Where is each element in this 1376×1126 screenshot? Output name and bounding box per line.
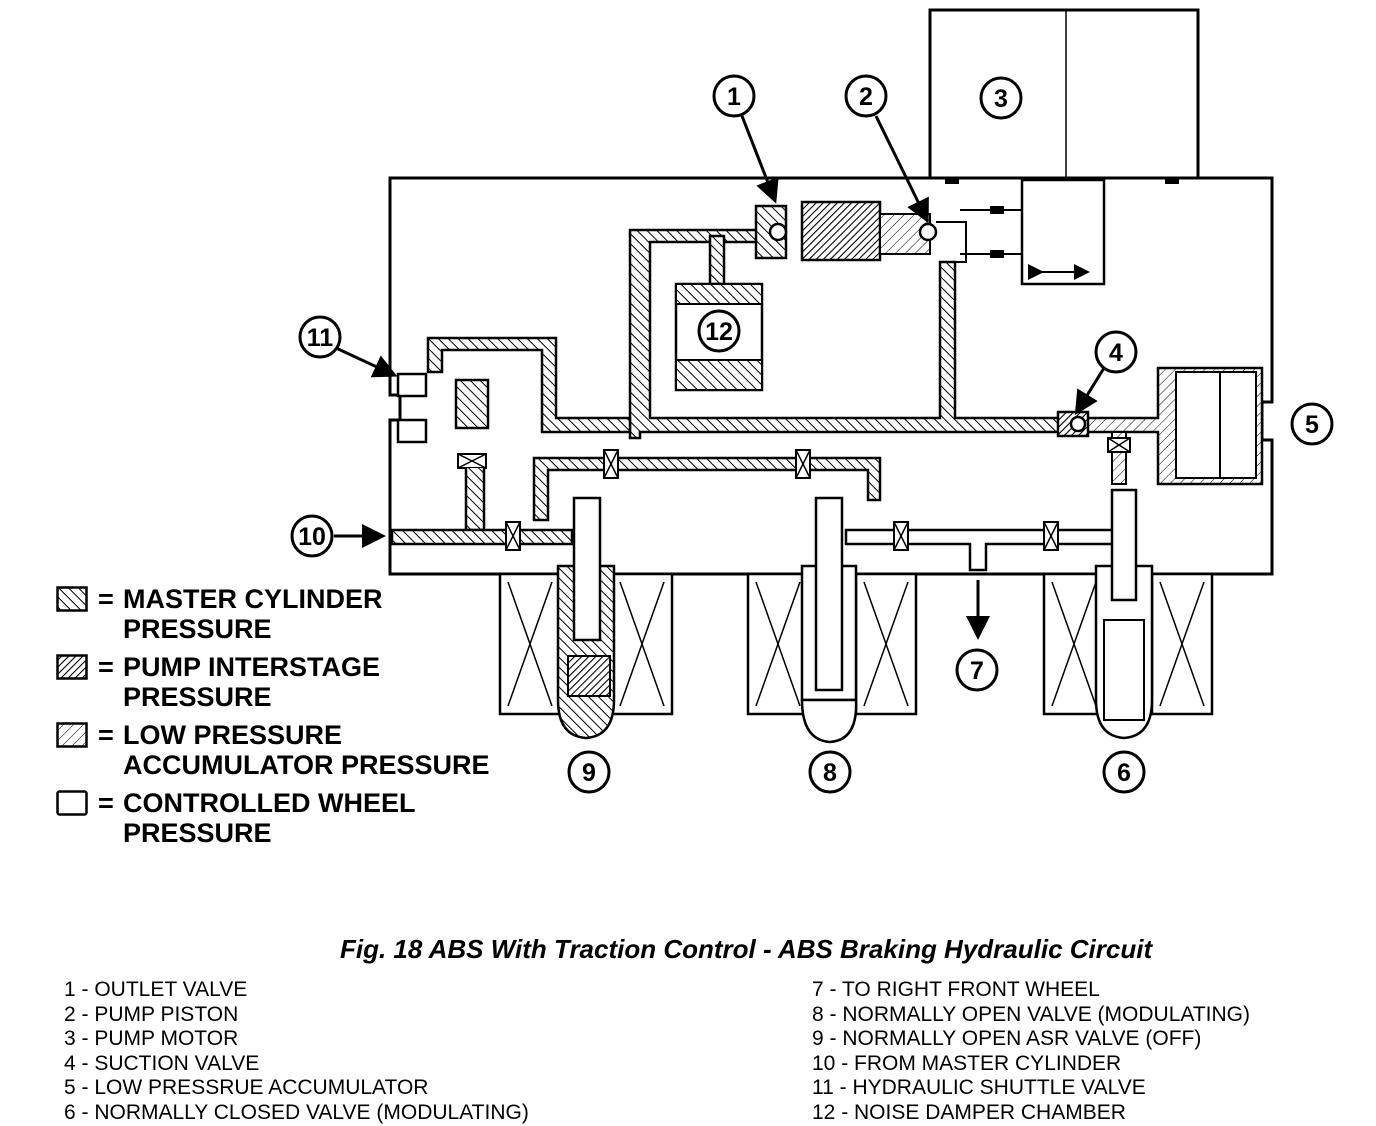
legend-label: PUMP INTERSTAGE PRESSURE: [123, 652, 381, 712]
pump-eccentric: [1020, 178, 1106, 286]
legend-item-pump: = PUMP INTERSTAGE PRESSURE: [56, 652, 516, 720]
master-cylinder-left-line: [426, 336, 632, 434]
legend-label: LOW PRESSURE ACCUMULATOR PRESSURE: [123, 720, 490, 780]
key-item: 4 - SUCTION VALVE: [64, 1051, 260, 1075]
key-item: 9 - NORMALLY OPEN ASR VALVE (OFF): [812, 1027, 1202, 1051]
key-item: 8 - NORMALLY OPEN VALVE (MODULATING): [812, 1002, 1250, 1026]
controlled-wheel-pattern-swatch: [56, 790, 88, 816]
legend-item-wheel: = CONTROLLED WHEEL PRESSURE: [56, 788, 516, 856]
master-cylinder-pattern-swatch: [56, 586, 88, 612]
callout-4-label: 4: [1109, 339, 1123, 367]
callout-3: 3: [979, 76, 1023, 120]
key-item: 5 - LOW PRESSRUE ACCUMULATOR: [64, 1076, 429, 1100]
key-item: 2 - PUMP PISTON: [64, 1002, 239, 1026]
legend-equals: =: [98, 584, 114, 614]
pump-piston: [800, 200, 882, 262]
callout-9-label: 9: [582, 759, 596, 787]
key-list-right: 7 - TO RIGHT FRONT WHEEL 8 - NORMALLY OP…: [812, 978, 1250, 1126]
legend-equals: =: [98, 788, 114, 818]
legend-label: MASTER CYLINDER PRESSURE: [123, 584, 383, 644]
pump-interstage-pattern-swatch: [56, 654, 88, 680]
legend-equals: =: [98, 652, 114, 682]
legend-label: CONTROLLED WHEEL PRESSURE: [123, 788, 416, 848]
legend-equals: =: [98, 720, 114, 750]
callout-10-label: 10: [298, 523, 326, 551]
pump-motor: [928, 8, 1200, 182]
figure-caption: Fig. 18 ABS With Traction Control - ABS …: [340, 934, 1153, 964]
callout-1: 1: [712, 74, 756, 118]
callout-12: 12: [697, 309, 741, 353]
key-item: 6 - NORMALLY CLOSED VALVE (MODULATING): [64, 1100, 529, 1124]
callout-5-label: 5: [1305, 411, 1319, 439]
callout-7-label: 7: [970, 657, 984, 685]
key-item: 11 - HYDRAULIC SHUTTLE VALVE: [812, 1076, 1146, 1100]
callout-3-label: 3: [994, 85, 1008, 113]
key-item: 10 - FROM MASTER CYLINDER: [812, 1051, 1122, 1075]
shuttle-valve: [454, 378, 490, 430]
callout-2: 2: [844, 74, 888, 118]
callout-8: 8: [808, 750, 852, 794]
low-pressure-pattern-swatch: [56, 722, 88, 748]
callout-10: 10: [290, 514, 334, 558]
callout-9: 9: [567, 750, 611, 794]
key-item: 7 - TO RIGHT FRONT WHEEL: [812, 978, 1100, 1001]
callout-1-label: 1: [727, 83, 741, 111]
legend: = MASTER CYLINDER PRESSURE = PUMP INTERS…: [56, 584, 516, 856]
legend-item-master: = MASTER CYLINDER PRESSURE: [56, 584, 516, 652]
master-cylinder-inlet-line: [390, 528, 574, 546]
callout-8-label: 8: [823, 759, 837, 787]
callout-6: 6: [1102, 750, 1146, 794]
callout-12-label: 12: [705, 318, 733, 346]
key-item: 1 - OUTLET VALVE: [64, 978, 248, 1001]
callout-6-label: 6: [1117, 759, 1131, 787]
callout-11-label: 11: [307, 324, 334, 352]
callout-7: 7: [955, 648, 999, 692]
key-list-left: 1 - OUTLET VALVE 2 - PUMP PISTON 3 - PUM…: [64, 978, 529, 1126]
callout-4: 4: [1094, 330, 1138, 374]
callout-5: 5: [1290, 402, 1334, 446]
key-item: 12 - NOISE DAMPER CHAMBER: [812, 1100, 1126, 1124]
callout-2-label: 2: [859, 83, 873, 111]
callout-11: 11: [298, 315, 342, 359]
key-item: 3 - PUMP MOTOR: [64, 1027, 239, 1051]
legend-item-low: = LOW PRESSURE ACCUMULATOR PRESSURE: [56, 720, 516, 788]
